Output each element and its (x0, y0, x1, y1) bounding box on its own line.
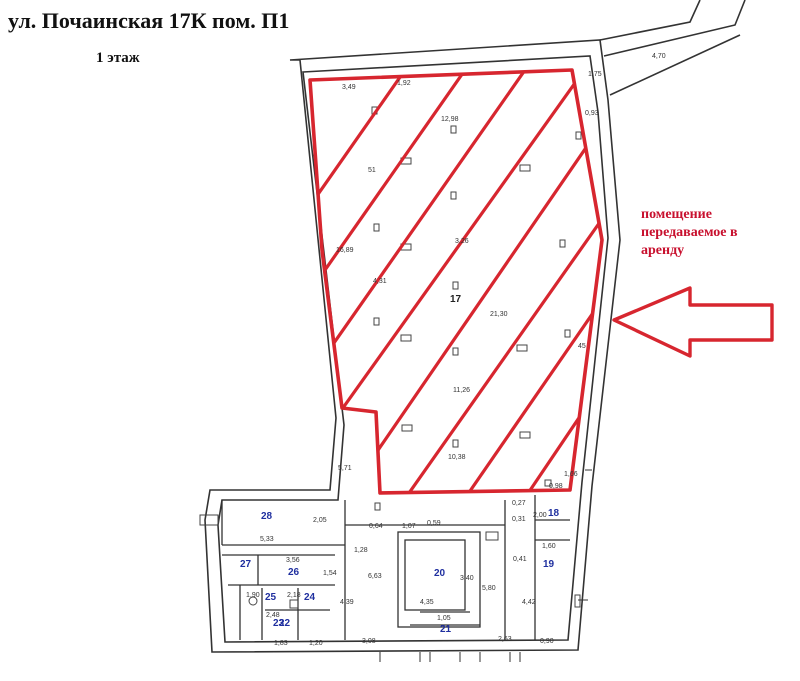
dim-label: 2,48 (266, 612, 280, 619)
dim-label: 5,71 (338, 465, 352, 472)
room-27-label: 27 (240, 559, 252, 570)
dim-label: 2,63 (498, 636, 512, 643)
dim-label: 0,41 (513, 556, 527, 563)
dim-label: 5,33 (260, 536, 274, 543)
dim-label: 1,05 (437, 615, 451, 622)
dim-label: 3,56 (286, 557, 300, 564)
page-title: ул. Почаинская 17К пом. П1 (8, 8, 290, 33)
dim-label: 1,54 (323, 570, 337, 577)
fixtures (199, 106, 582, 609)
room-25-label: 25 (265, 592, 277, 603)
dim-label: 51 (368, 167, 376, 174)
dim-label: 11,26 (453, 387, 470, 394)
wall-ticks (379, 469, 592, 662)
dim-label: 0,59 (427, 520, 441, 527)
rental-annotation: помещение передаваемое в аренду (641, 206, 791, 260)
dim-label: 4,31 (373, 278, 387, 285)
dim-label: 0,90 (540, 638, 554, 645)
room-19-label: 19 (543, 559, 555, 570)
dim-label: 2,18 (287, 592, 301, 599)
room-26-label: 26 (288, 567, 300, 578)
interior-walls (221, 495, 570, 640)
arrow-icon (612, 286, 774, 358)
room-18-label: 18 (548, 508, 560, 519)
dim-label: 21,30 (490, 311, 508, 318)
dim-label: 10,38 (448, 454, 466, 461)
dim-label: 0,98 (549, 483, 563, 490)
dim-label: 1,75 (588, 71, 602, 78)
annotation-line: аренду (641, 243, 685, 258)
room-20-label: 20 (434, 568, 446, 579)
dim-label: 1,83 (274, 640, 288, 647)
dim-label: 16,89 (336, 247, 354, 254)
dim-label: 2,00 (533, 512, 547, 519)
dim-label: 4,35 (420, 599, 434, 606)
dim-label: 1,60 (542, 543, 556, 550)
dim-label: 5,80 (482, 585, 496, 592)
dim-label: 3,49 (342, 84, 356, 91)
room-28-label: 28 (261, 511, 273, 522)
dim-label: 45 (578, 343, 586, 350)
rental-area (308, 68, 604, 495)
dim-label: 1,28 (354, 547, 368, 554)
dim-label: 4,70 (652, 53, 666, 60)
dim-label: 6,63 (368, 573, 382, 580)
dim-label: 2,05 (313, 517, 327, 524)
dim-label: 3,40 (460, 575, 474, 582)
dim-label: 4,39 (340, 599, 354, 606)
room-24-label: 24 (304, 592, 316, 603)
dim-label: 3,08 (362, 638, 376, 645)
dim-label: 12,98 (441, 116, 459, 123)
dim-label: 0,27 (512, 500, 526, 507)
dim-label: 1,66 (564, 471, 578, 478)
room-17-label: 17 (450, 294, 462, 305)
dim-label: 1,07 (402, 523, 416, 530)
dim-label: 3,26 (455, 238, 469, 245)
building-outline (204, 0, 746, 653)
dim-label: 1,20 (309, 640, 323, 647)
dim-label: 0,64 (369, 523, 383, 530)
annotation-line: передаваемое в (641, 225, 738, 240)
room-22-label: 22 (279, 618, 291, 629)
room-21-label: 21 (440, 624, 452, 635)
dim-label: 0,31 (512, 516, 526, 523)
floor-label: 1 этаж (96, 50, 140, 66)
dim-label: 1,90 (246, 592, 260, 599)
dimension-labels: 3,49 1,92 12,98 1,75 4,70 0,93 51 16,89 … (246, 53, 666, 647)
room-23-label: 23 (273, 618, 285, 629)
dim-label: 4,42 (522, 599, 536, 606)
dim-label: 0,93 (585, 110, 599, 117)
dim-label: 1,92 (397, 80, 411, 87)
annotation-line: помещение (641, 207, 712, 222)
